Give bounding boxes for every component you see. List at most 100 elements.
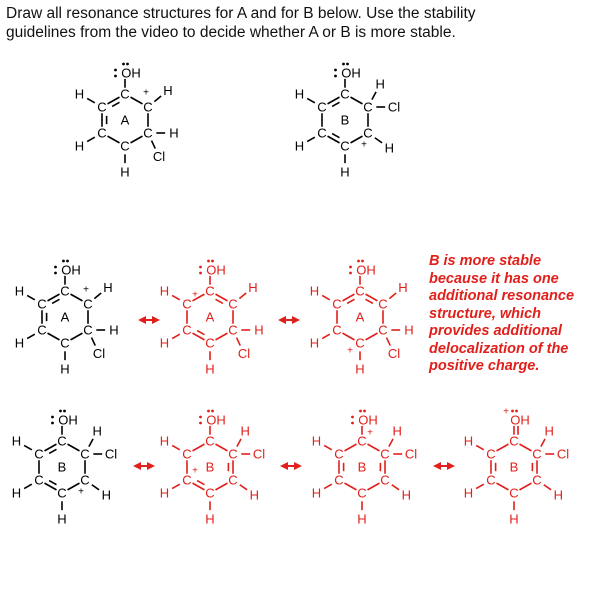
hydrogen-atom: H bbox=[310, 336, 319, 351]
hydrogen-atom: H bbox=[163, 83, 172, 98]
carbon-atom: C bbox=[143, 126, 152, 141]
double-bond-line bbox=[48, 479, 57, 486]
positive-charge-sign: + bbox=[78, 487, 84, 498]
hydrogen-atom: H bbox=[254, 323, 263, 338]
hydrogen-atom: H bbox=[102, 487, 111, 502]
ring-label: B bbox=[58, 460, 67, 475]
positive-charge-sign: + bbox=[192, 290, 198, 301]
ring-bond-line bbox=[365, 293, 378, 302]
hydrogen-atom: H bbox=[160, 284, 169, 299]
hydrogen-atom: H bbox=[93, 424, 102, 439]
ring-bond-line bbox=[344, 443, 357, 452]
hydrogen-atom: H bbox=[554, 487, 563, 502]
ring-label: A bbox=[121, 113, 130, 128]
ring-bond-line bbox=[192, 332, 205, 341]
hydrogen-atom: H bbox=[160, 434, 169, 449]
hydrogen-atom: H bbox=[295, 139, 304, 154]
double-bond-line bbox=[331, 132, 340, 139]
ring-bond-line bbox=[367, 443, 380, 452]
hydrogen-atom: H bbox=[12, 434, 21, 449]
lone-pair-dots-icon bbox=[199, 259, 214, 275]
hydroxyl-group: OH bbox=[206, 413, 226, 428]
carbon-atom: C bbox=[486, 447, 495, 462]
carbon-atom: C bbox=[34, 473, 43, 488]
ring-bond-line bbox=[107, 135, 120, 144]
ring-bond-line bbox=[327, 135, 340, 144]
hydroxyl-group: OH bbox=[510, 413, 530, 428]
carbon-atom: C bbox=[340, 87, 349, 102]
lone-pair-dots-icon bbox=[334, 62, 349, 78]
hydrogen-atom: H bbox=[120, 165, 129, 180]
ring-label: B bbox=[206, 460, 215, 475]
carbon-atom: C bbox=[357, 486, 366, 501]
ring-bond-line bbox=[519, 482, 532, 491]
carbon-atom: C bbox=[357, 434, 366, 449]
ring-bond-line bbox=[350, 96, 363, 105]
ring-bond-line bbox=[192, 293, 205, 302]
resonance-arrow-icon bbox=[433, 462, 455, 470]
hydrogen-atom: H bbox=[75, 139, 84, 154]
substituent-bond-line bbox=[236, 438, 242, 448]
substituent-bond-line bbox=[371, 91, 377, 101]
carbon-atom: C bbox=[380, 447, 389, 462]
lone-pair-dots-icon bbox=[114, 62, 129, 78]
carbon-atom: C bbox=[182, 473, 191, 488]
carbon-atom: C bbox=[355, 336, 364, 351]
resonance-arrow-icon bbox=[280, 462, 302, 470]
hydrogen-atom: H bbox=[160, 336, 169, 351]
carbon-atom: C bbox=[532, 447, 541, 462]
carbon-atom: C bbox=[83, 297, 92, 312]
ring-bond-line bbox=[67, 443, 80, 452]
ring-bond-line bbox=[342, 293, 355, 302]
chlorine-atom: Cl bbox=[405, 447, 417, 462]
carbon-atom: C bbox=[228, 297, 237, 312]
substituent-bond-line bbox=[26, 333, 36, 340]
ring-bond-line bbox=[215, 293, 228, 302]
carbon-atom: C bbox=[120, 139, 129, 154]
carbon-atom: C bbox=[334, 447, 343, 462]
carbon-atom: C bbox=[37, 323, 46, 338]
hydrogen-atom: H bbox=[75, 87, 84, 102]
substituent-bond-line bbox=[323, 444, 333, 451]
ring-label: B bbox=[510, 460, 519, 475]
carbon-atom: C bbox=[378, 323, 387, 338]
carbon-atom: C bbox=[363, 126, 372, 141]
chlorine-atom: Cl bbox=[388, 346, 400, 361]
hydroxyl-group: OH bbox=[61, 263, 81, 278]
lone-pair-dots-icon bbox=[54, 259, 69, 275]
double-bond-line bbox=[365, 298, 374, 305]
substituent-bond-line bbox=[323, 483, 333, 490]
ring-bond-line bbox=[350, 135, 363, 144]
double-bond-line bbox=[196, 329, 205, 336]
substituent-bond-line bbox=[238, 292, 247, 300]
substituent-bond-line bbox=[239, 484, 248, 491]
ring-bond-line bbox=[519, 443, 532, 452]
substituent-bond-line bbox=[88, 438, 94, 448]
carbon-atom: C bbox=[340, 139, 349, 154]
ring-bond-line bbox=[107, 96, 120, 105]
carbon-atom: C bbox=[205, 336, 214, 351]
ring-bond-line bbox=[365, 332, 378, 341]
substituent-bond-line bbox=[385, 337, 391, 346]
carbon-atom: C bbox=[509, 434, 518, 449]
hydrogen-atom: H bbox=[12, 486, 21, 501]
hydrogen-atom: H bbox=[545, 424, 554, 439]
lone-pair-dots-icon bbox=[51, 409, 66, 425]
ring-bond-line bbox=[215, 482, 228, 491]
hydrogen-atom: H bbox=[205, 512, 214, 527]
ring-bond-line bbox=[327, 96, 340, 105]
ring-bond-line bbox=[367, 482, 380, 491]
carbon-atom: C bbox=[34, 447, 43, 462]
double-bond-line bbox=[48, 448, 57, 455]
ring-bond-line bbox=[192, 443, 205, 452]
ring-bond-line bbox=[70, 332, 83, 341]
hydrogen-atom: H bbox=[376, 77, 385, 92]
ring-label: B bbox=[358, 460, 367, 475]
hydrogen-atom: H bbox=[402, 487, 411, 502]
substituent-bond-line bbox=[235, 337, 241, 346]
